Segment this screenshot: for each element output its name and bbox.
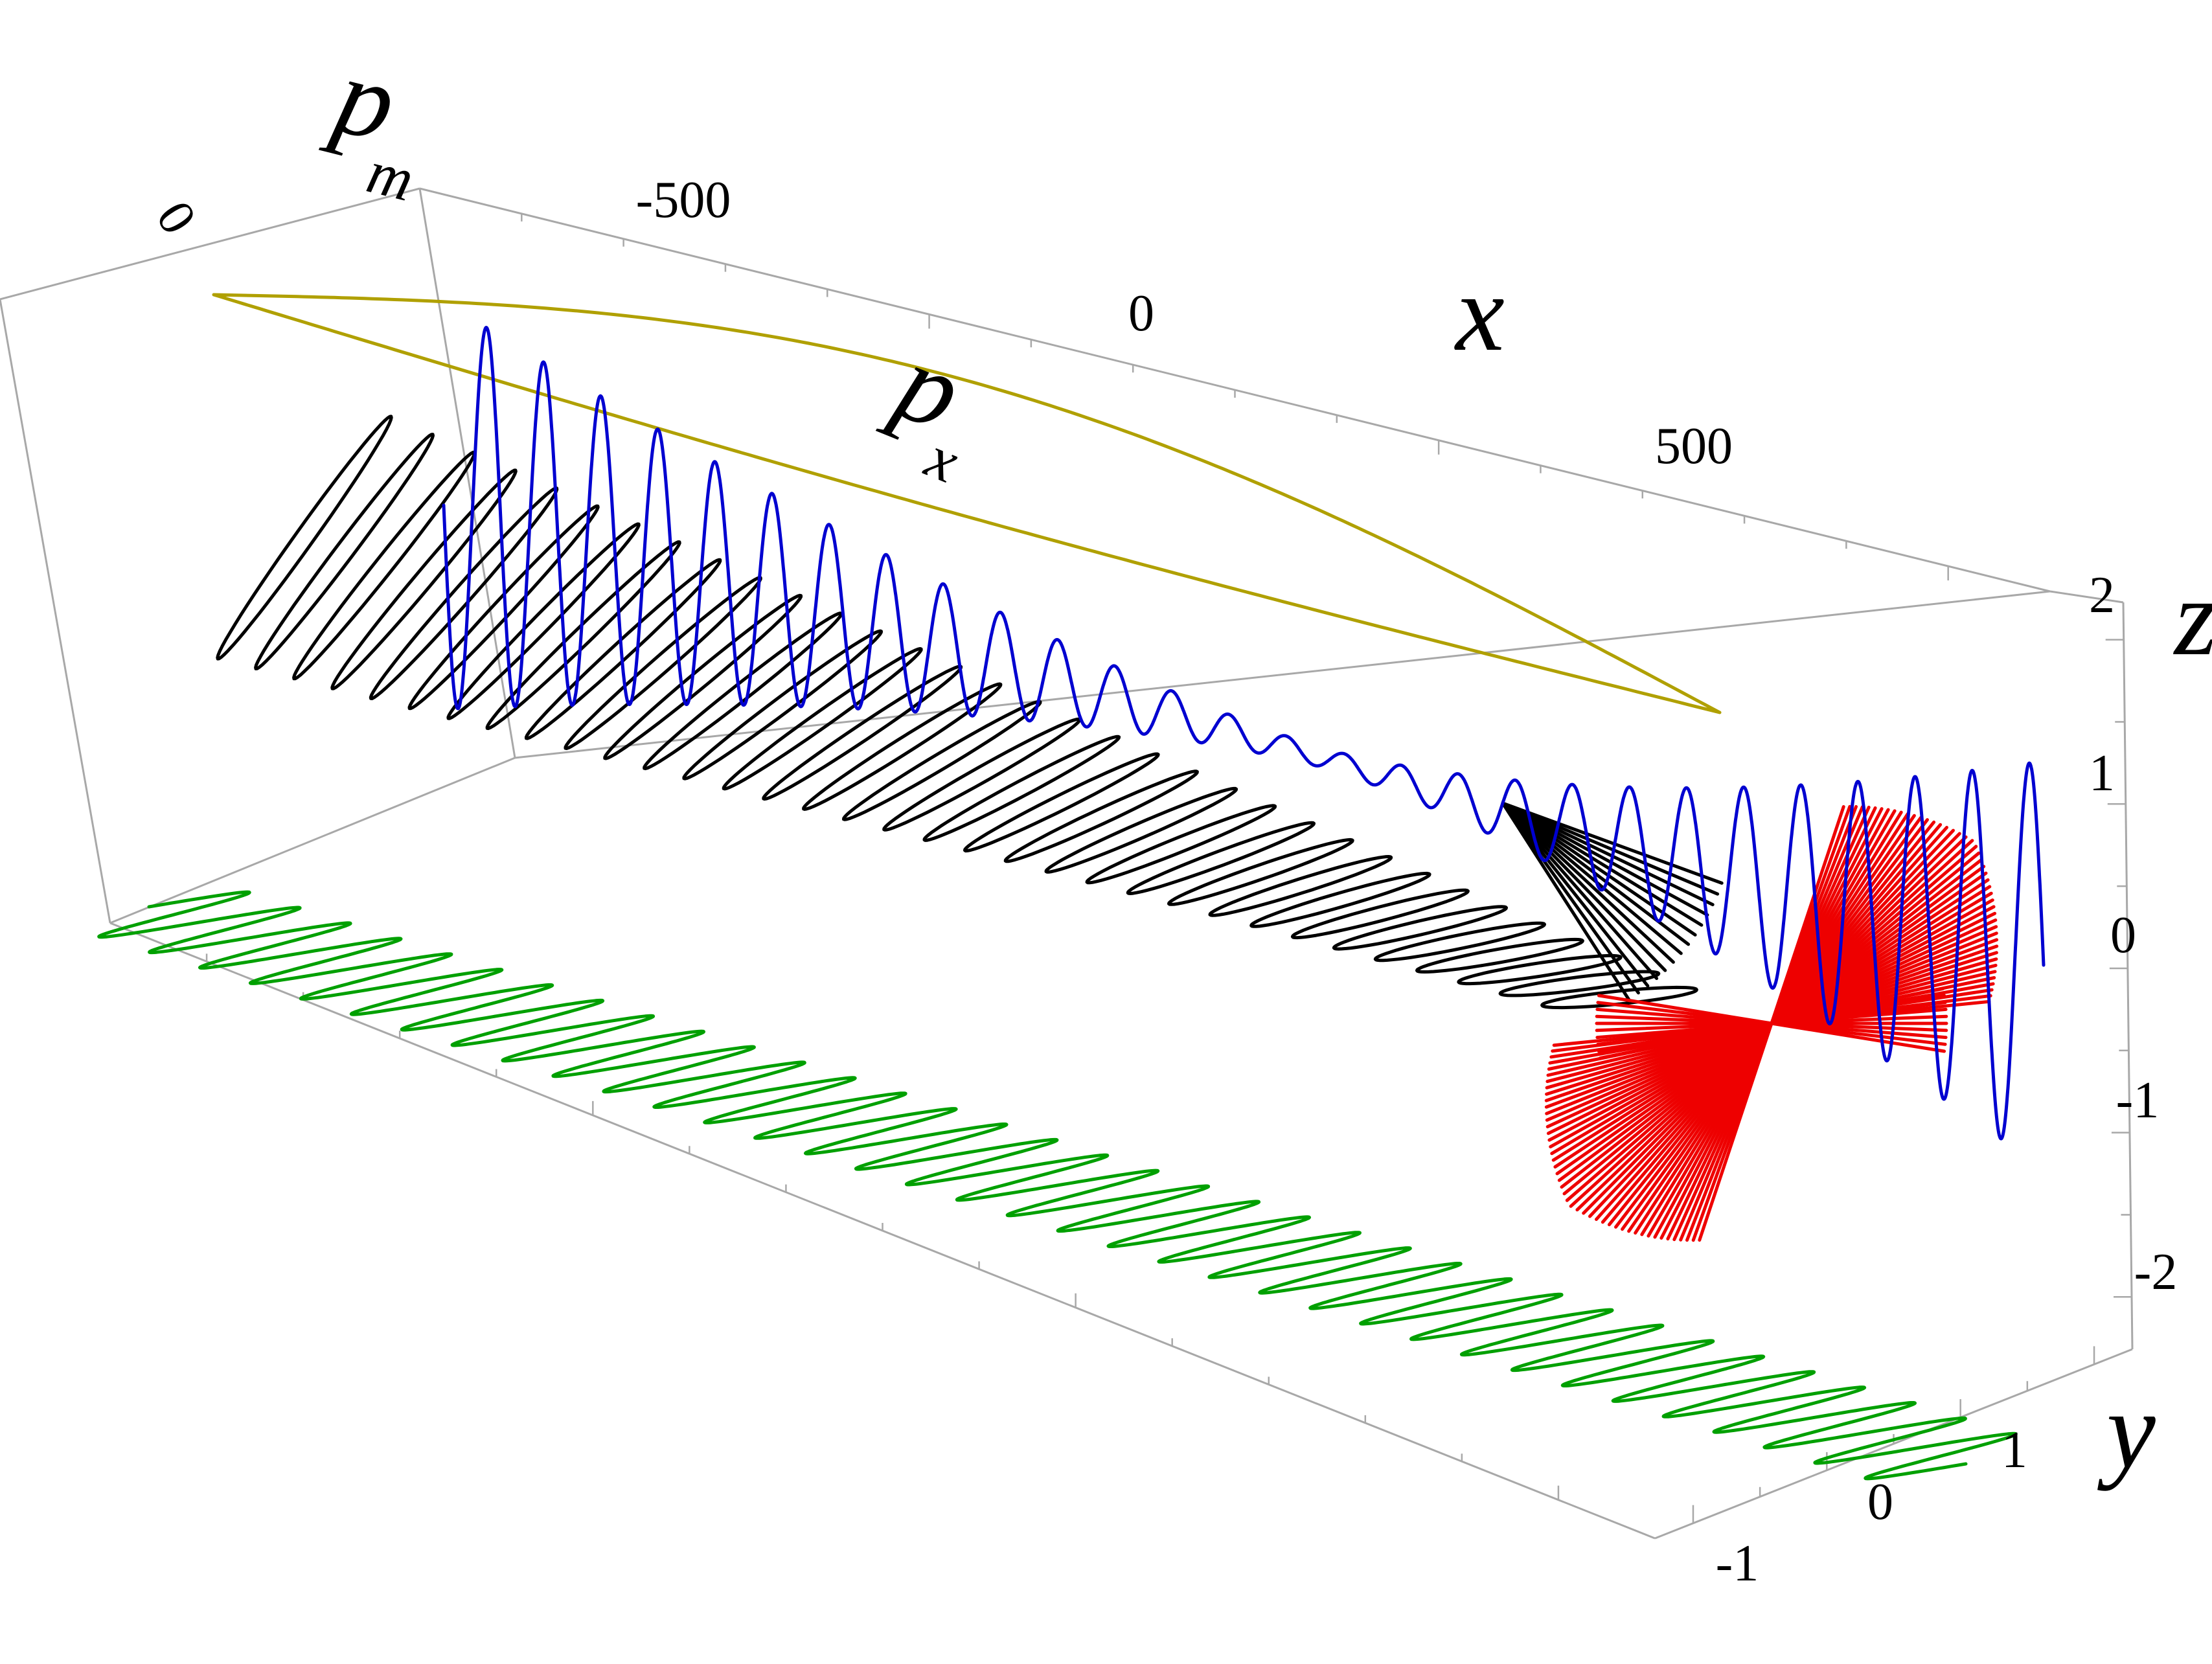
- blue-curve: [442, 326, 2046, 1141]
- z-tick-label-4: -2: [2134, 1244, 2178, 1301]
- black-loop-29: [1332, 905, 1508, 951]
- y-axis-label: y: [2097, 1369, 2156, 1491]
- black-fan-2: [1501, 801, 1720, 896]
- black-loop-13: [682, 629, 883, 781]
- box-edge-9: [109, 757, 516, 924]
- y-tick-label-2: 1: [2001, 1422, 2027, 1479]
- black-loop-16: [802, 682, 1003, 811]
- black-loop-10: [564, 576, 762, 750]
- tick-marks: [205, 213, 2132, 1523]
- y-tick-label-1: 0: [1867, 1474, 1893, 1531]
- black-loop-5: [369, 486, 559, 700]
- box-edge-7: [2122, 602, 2134, 1350]
- black-loop-30: [1373, 921, 1546, 963]
- black-loop-32: [1457, 953, 1623, 986]
- black-loop-22: [1044, 786, 1238, 874]
- black-loop-18: [882, 717, 1082, 832]
- black-loop-33: [1498, 970, 1661, 997]
- black-loop-1: [216, 415, 393, 661]
- black-loop-27: [1249, 871, 1431, 928]
- black-loop-31: [1415, 937, 1584, 974]
- black-loop-21: [1003, 769, 1199, 863]
- z-tick-label-0: 2: [2089, 567, 2115, 624]
- black-loop-34: [1540, 985, 1698, 1010]
- px-axis-label: p x: [875, 318, 978, 496]
- black-fan-13: [1501, 801, 1640, 995]
- pm-tick-label-0: 0: [145, 192, 207, 244]
- box-edge-10: [514, 590, 2051, 759]
- black-loop-12: [643, 611, 843, 771]
- black-fan-12: [1501, 801, 1650, 988]
- z-tick-label-3: -1: [2116, 1072, 2160, 1129]
- black-loop-17: [842, 700, 1042, 821]
- black-loop-23: [1085, 804, 1277, 885]
- black-fan-10: [1501, 801, 1667, 972]
- box-edge-8: [418, 188, 516, 758]
- black-loop-26: [1208, 855, 1393, 917]
- black-loop-3: [292, 450, 476, 681]
- data-curves: [97, 293, 2046, 1481]
- black-loop-24: [1126, 821, 1316, 895]
- z-axis-label: z: [2173, 556, 2212, 678]
- black-loop-2: [254, 433, 435, 670]
- red-cluster-right-10: [1770, 1021, 1946, 1053]
- black-loop-4: [330, 468, 518, 690]
- black-fan-4: [1501, 801, 1709, 917]
- box-edge-4: [0, 299, 111, 924]
- y-tick-label-0: -1: [1716, 1535, 1759, 1592]
- black-loop-25: [1167, 838, 1354, 906]
- black-fan-14: [1501, 801, 1630, 1001]
- black-loop-11: [603, 593, 803, 760]
- black-fan-11: [1501, 801, 1659, 980]
- black-fan-1: [1501, 801, 1724, 885]
- black-loop-28: [1290, 888, 1470, 940]
- black-loop-6: [407, 504, 600, 711]
- black-fan-5: [1501, 801, 1704, 927]
- green-curve: [97, 890, 2018, 1481]
- box-edge-1: [0, 187, 420, 301]
- axis-labels: -500 0 500 x 2 1 0 -1 -2 z -1 0 1 y 0 p …: [145, 32, 2212, 1592]
- black-loop-9: [524, 558, 722, 740]
- black-loop-19: [922, 735, 1121, 842]
- black-loop-8: [485, 540, 681, 731]
- z-tick-label-1: 1: [2089, 745, 2115, 802]
- x-tick-label-1: 0: [1128, 285, 1154, 342]
- red-cluster-10: [1597, 994, 1773, 1025]
- plot-area: -500 0 500 x 2 1 0 -1 -2 z -1 0 1 y 0 p …: [0, 32, 2212, 1592]
- black-loop-14: [722, 647, 923, 791]
- x-axis-label: x: [1454, 252, 1504, 374]
- olive-curve: [212, 293, 1722, 714]
- x-tick-label-2: 500: [1655, 418, 1733, 475]
- black-loop-20: [963, 752, 1160, 853]
- pm-axis-label: p m: [319, 32, 420, 214]
- x-tick-label-0: -500: [636, 172, 731, 229]
- black-fan-3: [1501, 801, 1715, 907]
- z-tick-label-2: 0: [2110, 907, 2136, 964]
- box-edge-3: [2049, 590, 2124, 604]
